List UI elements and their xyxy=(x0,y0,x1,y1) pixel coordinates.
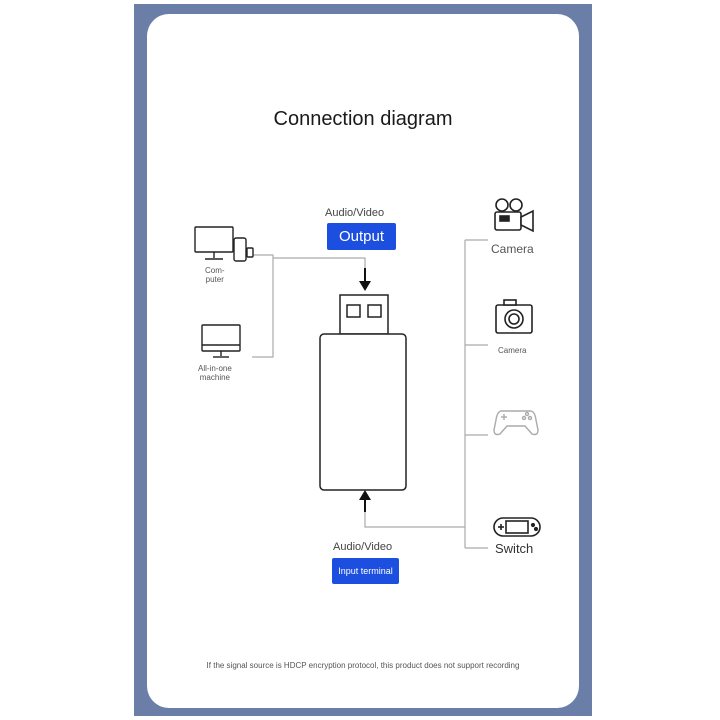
video-camera-icon xyxy=(494,198,534,233)
computer-icon xyxy=(194,226,254,262)
right-connector-lines xyxy=(364,239,488,549)
input-caption: Audio/Video xyxy=(333,541,393,553)
computer-label: Com- puter xyxy=(205,266,225,284)
switch-label: Switch xyxy=(495,541,534,556)
all-in-one-label: All-in-one machine xyxy=(198,364,232,382)
page-title: Connection diagram xyxy=(273,108,453,130)
hdcp-footnote: If the signal source is HDCP encryption … xyxy=(206,661,520,670)
switch-console-icon xyxy=(493,517,541,537)
video-camera-label: Camera xyxy=(491,242,534,256)
usb-pin xyxy=(367,304,382,318)
left-connector-lines xyxy=(250,254,366,358)
computer-label-line1: Com- xyxy=(205,266,225,275)
usb-pin xyxy=(346,304,361,318)
photo-camera-icon xyxy=(495,299,533,334)
gamepad-icon xyxy=(493,410,539,436)
all-in-one-label-line2: machine xyxy=(199,373,231,382)
input-arrow xyxy=(359,490,371,512)
monitor-icon xyxy=(201,324,241,358)
dongle-body xyxy=(319,333,407,491)
output-button: Output xyxy=(327,223,396,250)
usb-dongle xyxy=(319,294,407,491)
input-terminal-button: Input terminal xyxy=(332,558,399,584)
computer-label-line2: puter xyxy=(205,275,224,284)
all-in-one-label-line1: All-in-one xyxy=(198,364,232,373)
output-arrow xyxy=(359,268,371,291)
output-caption: Audio/Video xyxy=(325,207,385,219)
photo-camera-label: Camera xyxy=(498,346,527,355)
